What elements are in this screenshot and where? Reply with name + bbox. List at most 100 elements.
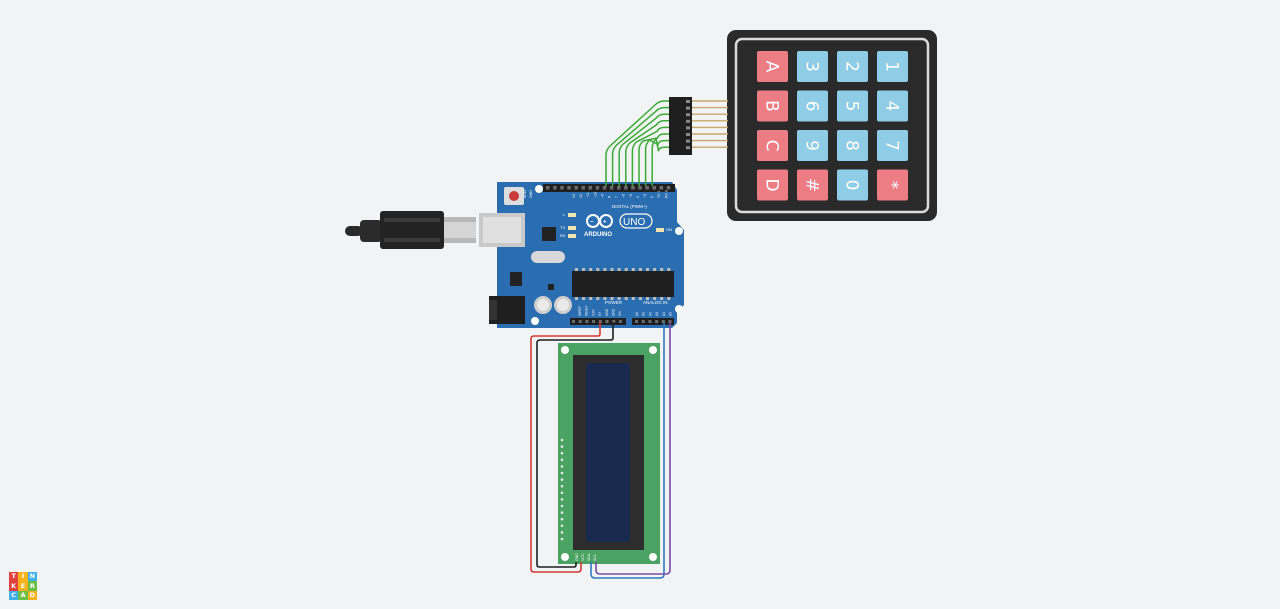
- gnd-label: GND: [529, 190, 533, 198]
- analog-pin-label: A5: [669, 312, 673, 316]
- keypad-key[interactable]: 0: [837, 169, 868, 201]
- power-pin-label: 3.3V: [591, 309, 595, 316]
- keypad-key-face: [837, 90, 868, 122]
- lcd-pin-label: VCC: [581, 553, 585, 561]
- keypad-key[interactable]: #: [797, 169, 828, 201]
- keypad-key-label: D: [762, 178, 782, 191]
- usb-cable-boot: [360, 220, 382, 242]
- led-on-label: ON: [666, 227, 672, 232]
- keypad-wire[interactable]: [625, 120, 669, 186]
- keypad-wire[interactable]: [611, 106, 669, 186]
- keypad-key-face: [757, 51, 788, 82]
- keypad-key-face: [877, 90, 908, 122]
- digital-pin-label: ~6: [622, 194, 626, 198]
- svg-text:+: +: [603, 220, 607, 226]
- keypad-wire[interactable]: [618, 113, 669, 186]
- power-pin-label: RESET: [585, 305, 589, 316]
- keypad-key-face: [797, 130, 828, 161]
- power-pin-label: GND: [612, 308, 616, 316]
- keypad-key[interactable]: 2: [837, 51, 868, 82]
- keypad-key-face: [877, 51, 908, 82]
- keypad-key[interactable]: 8: [837, 130, 868, 161]
- keypad-wire[interactable]: [631, 126, 669, 186]
- keypad-key[interactable]: 7: [877, 130, 908, 161]
- keypad-key[interactable]: 6: [797, 90, 828, 122]
- logo-letter: E: [18, 581, 28, 591]
- usb-cable[interactable]: [345, 211, 476, 249]
- keypad-key-face: [757, 90, 788, 122]
- digital-pin-label: ~11: [586, 192, 590, 198]
- keypad-key[interactable]: 4: [877, 90, 908, 122]
- keypad-key[interactable]: 3: [797, 51, 828, 82]
- digital-pin-label: 8: [608, 196, 612, 198]
- led-on: [656, 228, 664, 232]
- power-pin-label: GND: [605, 308, 609, 316]
- crystal-oscillator: [531, 251, 565, 263]
- keypad-key-face: [837, 169, 868, 201]
- keypad-key[interactable]: *: [877, 169, 908, 201]
- digital-pin-label: ~5: [629, 194, 633, 198]
- keypad-key-face: [797, 51, 828, 82]
- led-tx: [568, 226, 576, 230]
- keypad-key[interactable]: D: [757, 169, 788, 201]
- digital-pin-label: 4: [636, 196, 640, 198]
- logo-letter: T: [9, 572, 19, 582]
- led-rx: [568, 234, 576, 238]
- keypad-key[interactable]: B: [757, 90, 788, 122]
- logo-letter: I: [18, 572, 28, 582]
- logo-letter: N: [27, 572, 37, 582]
- logo-letter: A: [18, 590, 28, 600]
- power-header: [570, 318, 626, 325]
- arduino-logo: − +: [586, 214, 613, 228]
- keypad-key-label: 1: [882, 61, 902, 72]
- keypad-ribbon: [692, 100, 728, 148]
- arduino-pcb: [497, 182, 684, 328]
- led-l-label: L: [563, 212, 566, 217]
- keypad-key-label: 0: [842, 180, 862, 191]
- keypad-key[interactable]: A: [757, 51, 788, 82]
- keypad-key-face: [797, 169, 828, 201]
- keypad-key[interactable]: 5: [837, 90, 868, 122]
- wire-5v[interactable]: [530, 322, 601, 573]
- wire-scl[interactable]: [595, 322, 671, 575]
- lcd-pin-label: SDA: [587, 553, 591, 561]
- keypad-wire[interactable]: [605, 100, 669, 186]
- digital-pin-label: 7: [615, 196, 619, 198]
- wire-gnd[interactable]: [536, 322, 614, 568]
- keypad-key-label: 2: [842, 61, 862, 72]
- arduino-brand-text: ARDUINO: [584, 232, 612, 238]
- keypad-key[interactable]: C: [757, 130, 788, 161]
- power-pin-label: 5V: [598, 311, 602, 316]
- lcd-wires[interactable]: [530, 322, 671, 579]
- keypad-key[interactable]: 1: [877, 51, 908, 82]
- wire-sda[interactable]: [590, 322, 665, 579]
- keypad-wires[interactable]: [605, 100, 669, 186]
- power-pin-label: IOREF: [578, 306, 582, 316]
- logo-letter: R: [27, 581, 37, 591]
- keypad-wire[interactable]: [638, 133, 669, 186]
- usb-chip: [542, 227, 556, 241]
- keypad-key[interactable]: 9: [797, 130, 828, 161]
- digital-pin-label: ~3: [643, 194, 647, 198]
- digital-pin-label: RX 0: [664, 190, 668, 198]
- analog-pin-label: A1: [642, 312, 646, 316]
- reset-button-cap[interactable]: [509, 191, 519, 201]
- digital-label: DIGITAL (PWM~): [612, 204, 647, 209]
- power-pin-label: Vin: [618, 311, 622, 316]
- voltage-regulator: [510, 272, 522, 286]
- keypad-key-face: [797, 90, 828, 122]
- led-tx-label: TX: [560, 225, 565, 230]
- aref-label: AREF: [523, 189, 527, 198]
- keypad-border: [734, 37, 930, 214]
- lcd-pin-label: SCL: [593, 554, 597, 561]
- keypad-wire[interactable]: [651, 137, 669, 186]
- keypad-key-face: [877, 169, 908, 201]
- digital-pin-label: ~9: [600, 194, 604, 198]
- led-l: [568, 213, 576, 217]
- arduino-model-text: UNO: [623, 217, 645, 228]
